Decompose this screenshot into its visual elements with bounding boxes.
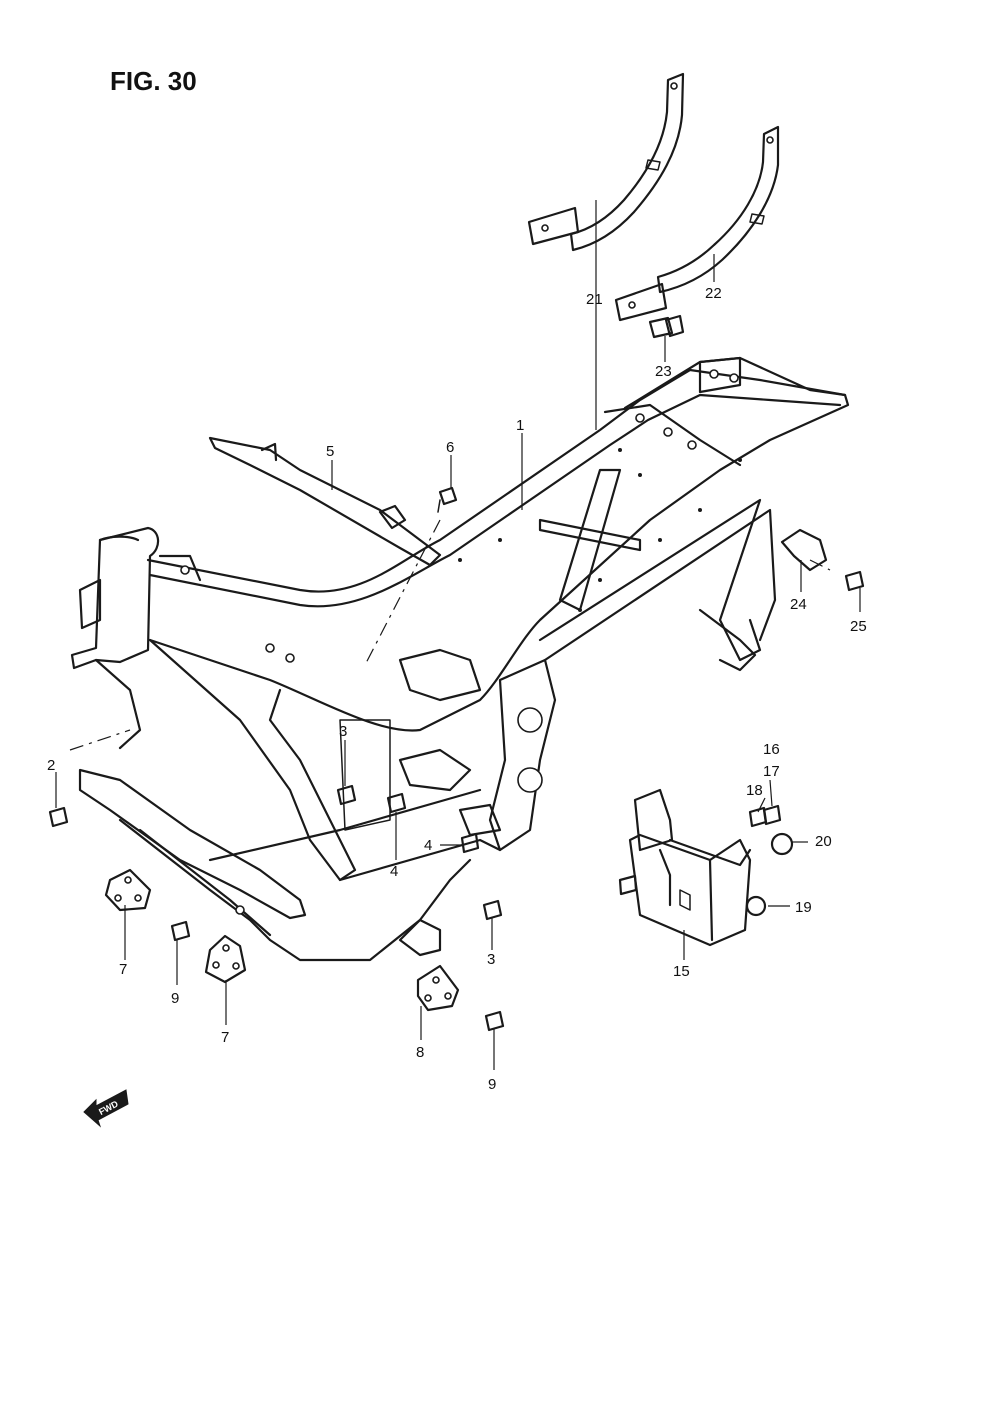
callout-6: 6	[446, 439, 454, 456]
grab-bar-22	[614, 125, 780, 322]
main-frame-1	[70, 356, 850, 882]
nut-4-upper	[386, 792, 407, 814]
callout-25: 25	[850, 618, 867, 635]
bolt-9-left	[170, 920, 191, 942]
callout-18: 18	[746, 782, 763, 799]
leader-lines	[55, 200, 861, 1070]
bolt-2	[48, 806, 69, 828]
callout-5: 5	[326, 443, 334, 460]
callout-17: 17	[763, 763, 780, 780]
nut-4-lower	[460, 832, 480, 854]
callout-24: 24	[790, 596, 807, 613]
bolt-3-lower	[482, 899, 503, 921]
bolt-25	[844, 570, 865, 592]
callout-3-lower: 3	[487, 951, 495, 968]
callout-20: 20	[815, 833, 832, 850]
callout-4-left: 4	[424, 837, 432, 854]
callout-22: 22	[705, 285, 722, 302]
callout-3-upper: 3	[339, 723, 347, 740]
plate-7-right	[204, 934, 247, 984]
clamp-24	[780, 528, 828, 572]
callout-1: 1	[516, 417, 524, 434]
bolt-9-right	[484, 1010, 505, 1032]
callout-23: 23	[655, 363, 672, 380]
callout-2: 2	[47, 757, 55, 774]
grommet-16-17	[762, 804, 782, 826]
callout-9-left: 9	[171, 990, 179, 1007]
bolt-23	[648, 314, 685, 339]
plate-7-left	[104, 868, 152, 912]
callout-21: 21	[586, 291, 603, 308]
grab-bar-21	[527, 72, 685, 252]
cushion-20	[770, 832, 794, 856]
callout-19: 19	[795, 899, 812, 916]
bracket-5	[208, 436, 442, 567]
battery-holder-15	[618, 788, 752, 947]
bolt-6	[437, 486, 458, 513]
callout-15: 15	[673, 963, 690, 980]
callout-16: 16	[763, 741, 780, 758]
forward-arrow-icon: FWD	[83, 1089, 129, 1128]
callout-7-left: 7	[119, 961, 127, 978]
figure-title: FIG. 30	[110, 66, 197, 96]
callout-8: 8	[416, 1044, 424, 1061]
callout-4-lower: 4	[390, 863, 398, 880]
lower-bracket	[78, 768, 472, 962]
plate-8	[416, 964, 460, 1012]
callout-9-right: 9	[488, 1076, 496, 1093]
callout-7-right: 7	[221, 1029, 229, 1046]
cushion-19	[745, 895, 767, 917]
bolt-3-upper	[336, 784, 357, 806]
